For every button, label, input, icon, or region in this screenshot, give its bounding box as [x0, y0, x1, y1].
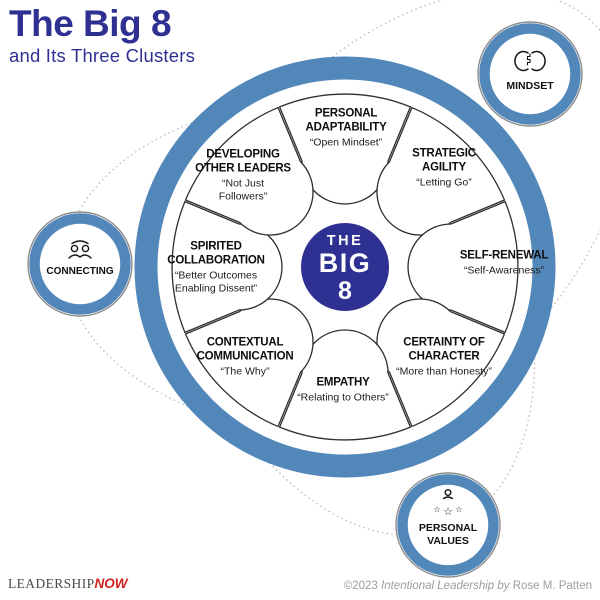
segment-strategic-agility: STRATEGIC AGILITY “Letting Go”	[412, 147, 476, 190]
segment-contextual-communication: CONTEXTUAL COMMUNICATION “The Why”	[197, 336, 294, 379]
connecting-people-icon	[68, 240, 92, 259]
center-line-the: THE	[326, 233, 364, 250]
center-line-big: BIG	[318, 248, 372, 279]
satellite-mindset: MINDSET	[477, 21, 583, 127]
segment-quote-line: “The Why”	[220, 365, 270, 378]
segment-title-line: CHARACTER	[408, 350, 480, 363]
segment-quote-line: “More than Honesty”	[396, 365, 492, 378]
svg-text:☆: ☆	[443, 505, 453, 518]
segment-empathy: EMPATHY “Relating to Others”	[297, 376, 389, 405]
segment-quote-line: “Open Mindset”	[309, 136, 383, 149]
segment-quote-line: “Letting Go”	[416, 176, 472, 189]
satellite-personal-values: ☆ ☆ ☆ PERSONAL VALUES	[395, 472, 501, 578]
copyright-author: Rose M. Patten	[512, 580, 592, 592]
segment-title-line: COLLABORATION	[167, 254, 265, 267]
personal-values-star-icon: ☆ ☆ ☆	[433, 488, 463, 518]
segment-personal-adaptability: PERSONAL ADAPTABILITY “Open Mindset”	[305, 107, 386, 150]
segment-self-renewal: SELF-RENEWAL “Self-Awareness”	[459, 249, 549, 278]
segment-title-line: AGILITY	[422, 161, 466, 174]
segment-developing-other-leaders: DEVELOPING OTHER LEADERS “Not Just Follo…	[195, 147, 291, 202]
title-block: The Big 8 and Its Three Clusters	[9, 3, 196, 67]
satellite-blue-ring	[479, 23, 581, 125]
segment-quote-line: “Not Just	[221, 177, 265, 190]
logo-leadership-text: LEADERSHIP	[8, 576, 95, 591]
segment-title-line: SPIRITED	[190, 240, 242, 253]
satellite-blue-ring	[29, 213, 131, 315]
satellite-label-personal-values-line2: VALUES	[427, 535, 469, 547]
svg-text:☆: ☆	[455, 505, 462, 514]
center-hub-label: THE BIG 8	[319, 232, 372, 304]
page-title: The Big 8	[9, 3, 172, 44]
satellite-connecting: CONNECTING	[27, 211, 133, 317]
page-subtitle: and Its Three Clusters	[9, 44, 196, 66]
segment-quote-line: Enabling Dissent”	[174, 282, 258, 295]
copyright-prefix: ©2023	[343, 580, 382, 592]
segment-title-line: DEVELOPING	[206, 148, 280, 161]
segment-title-line: STRATEGIC	[412, 147, 476, 160]
segment-certainty-of-character: CERTAINTY OF CHARACTER “More than Honest…	[396, 336, 492, 379]
satellite-blue-ring	[397, 474, 499, 576]
center-line-8: 8	[338, 276, 352, 305]
mindset-heads-icon	[514, 50, 546, 72]
segment-title-line: SELF-RENEWAL	[459, 249, 549, 262]
copyright-work-title: Intentional Leadership by	[381, 580, 513, 592]
copyright-line: ©2023 Intentional Leadership by Rose M. …	[344, 580, 592, 592]
segment-title-line: PERSONAL	[314, 107, 378, 120]
segment-quote-line: Followers”	[218, 190, 268, 203]
segment-spirited-collaboration: SPIRITED COLLABORATION “Better Outcomes …	[167, 239, 265, 295]
satellite-label-personal-values-line1: PERSONAL	[419, 522, 478, 534]
segment-quote-line: “Better Outcomes	[174, 269, 258, 282]
segment-title-line: ADAPTABILITY	[305, 121, 387, 134]
segment-title-line: COMMUNICATION	[196, 350, 294, 363]
segment-title-line: CONTEXTUAL	[206, 336, 284, 349]
segment-quote-line: “Relating to Others”	[297, 391, 389, 404]
svg-text:☆: ☆	[433, 505, 440, 514]
satellite-label-connecting: CONNECTING	[46, 266, 113, 277]
segment-title-line: CERTAINTY OF	[403, 336, 485, 349]
leadershipnow-logo: LEADERSHIPNOW	[8, 576, 128, 592]
center-hub-circle	[301, 223, 389, 311]
segment-title-line: EMPATHY	[316, 376, 370, 389]
satellite-label-mindset: MINDSET	[506, 80, 554, 92]
logo-now-text: NOW	[94, 576, 128, 591]
segment-quote-line: “Self-Awareness”	[463, 264, 545, 277]
segment-title-line: OTHER LEADERS	[195, 162, 291, 175]
